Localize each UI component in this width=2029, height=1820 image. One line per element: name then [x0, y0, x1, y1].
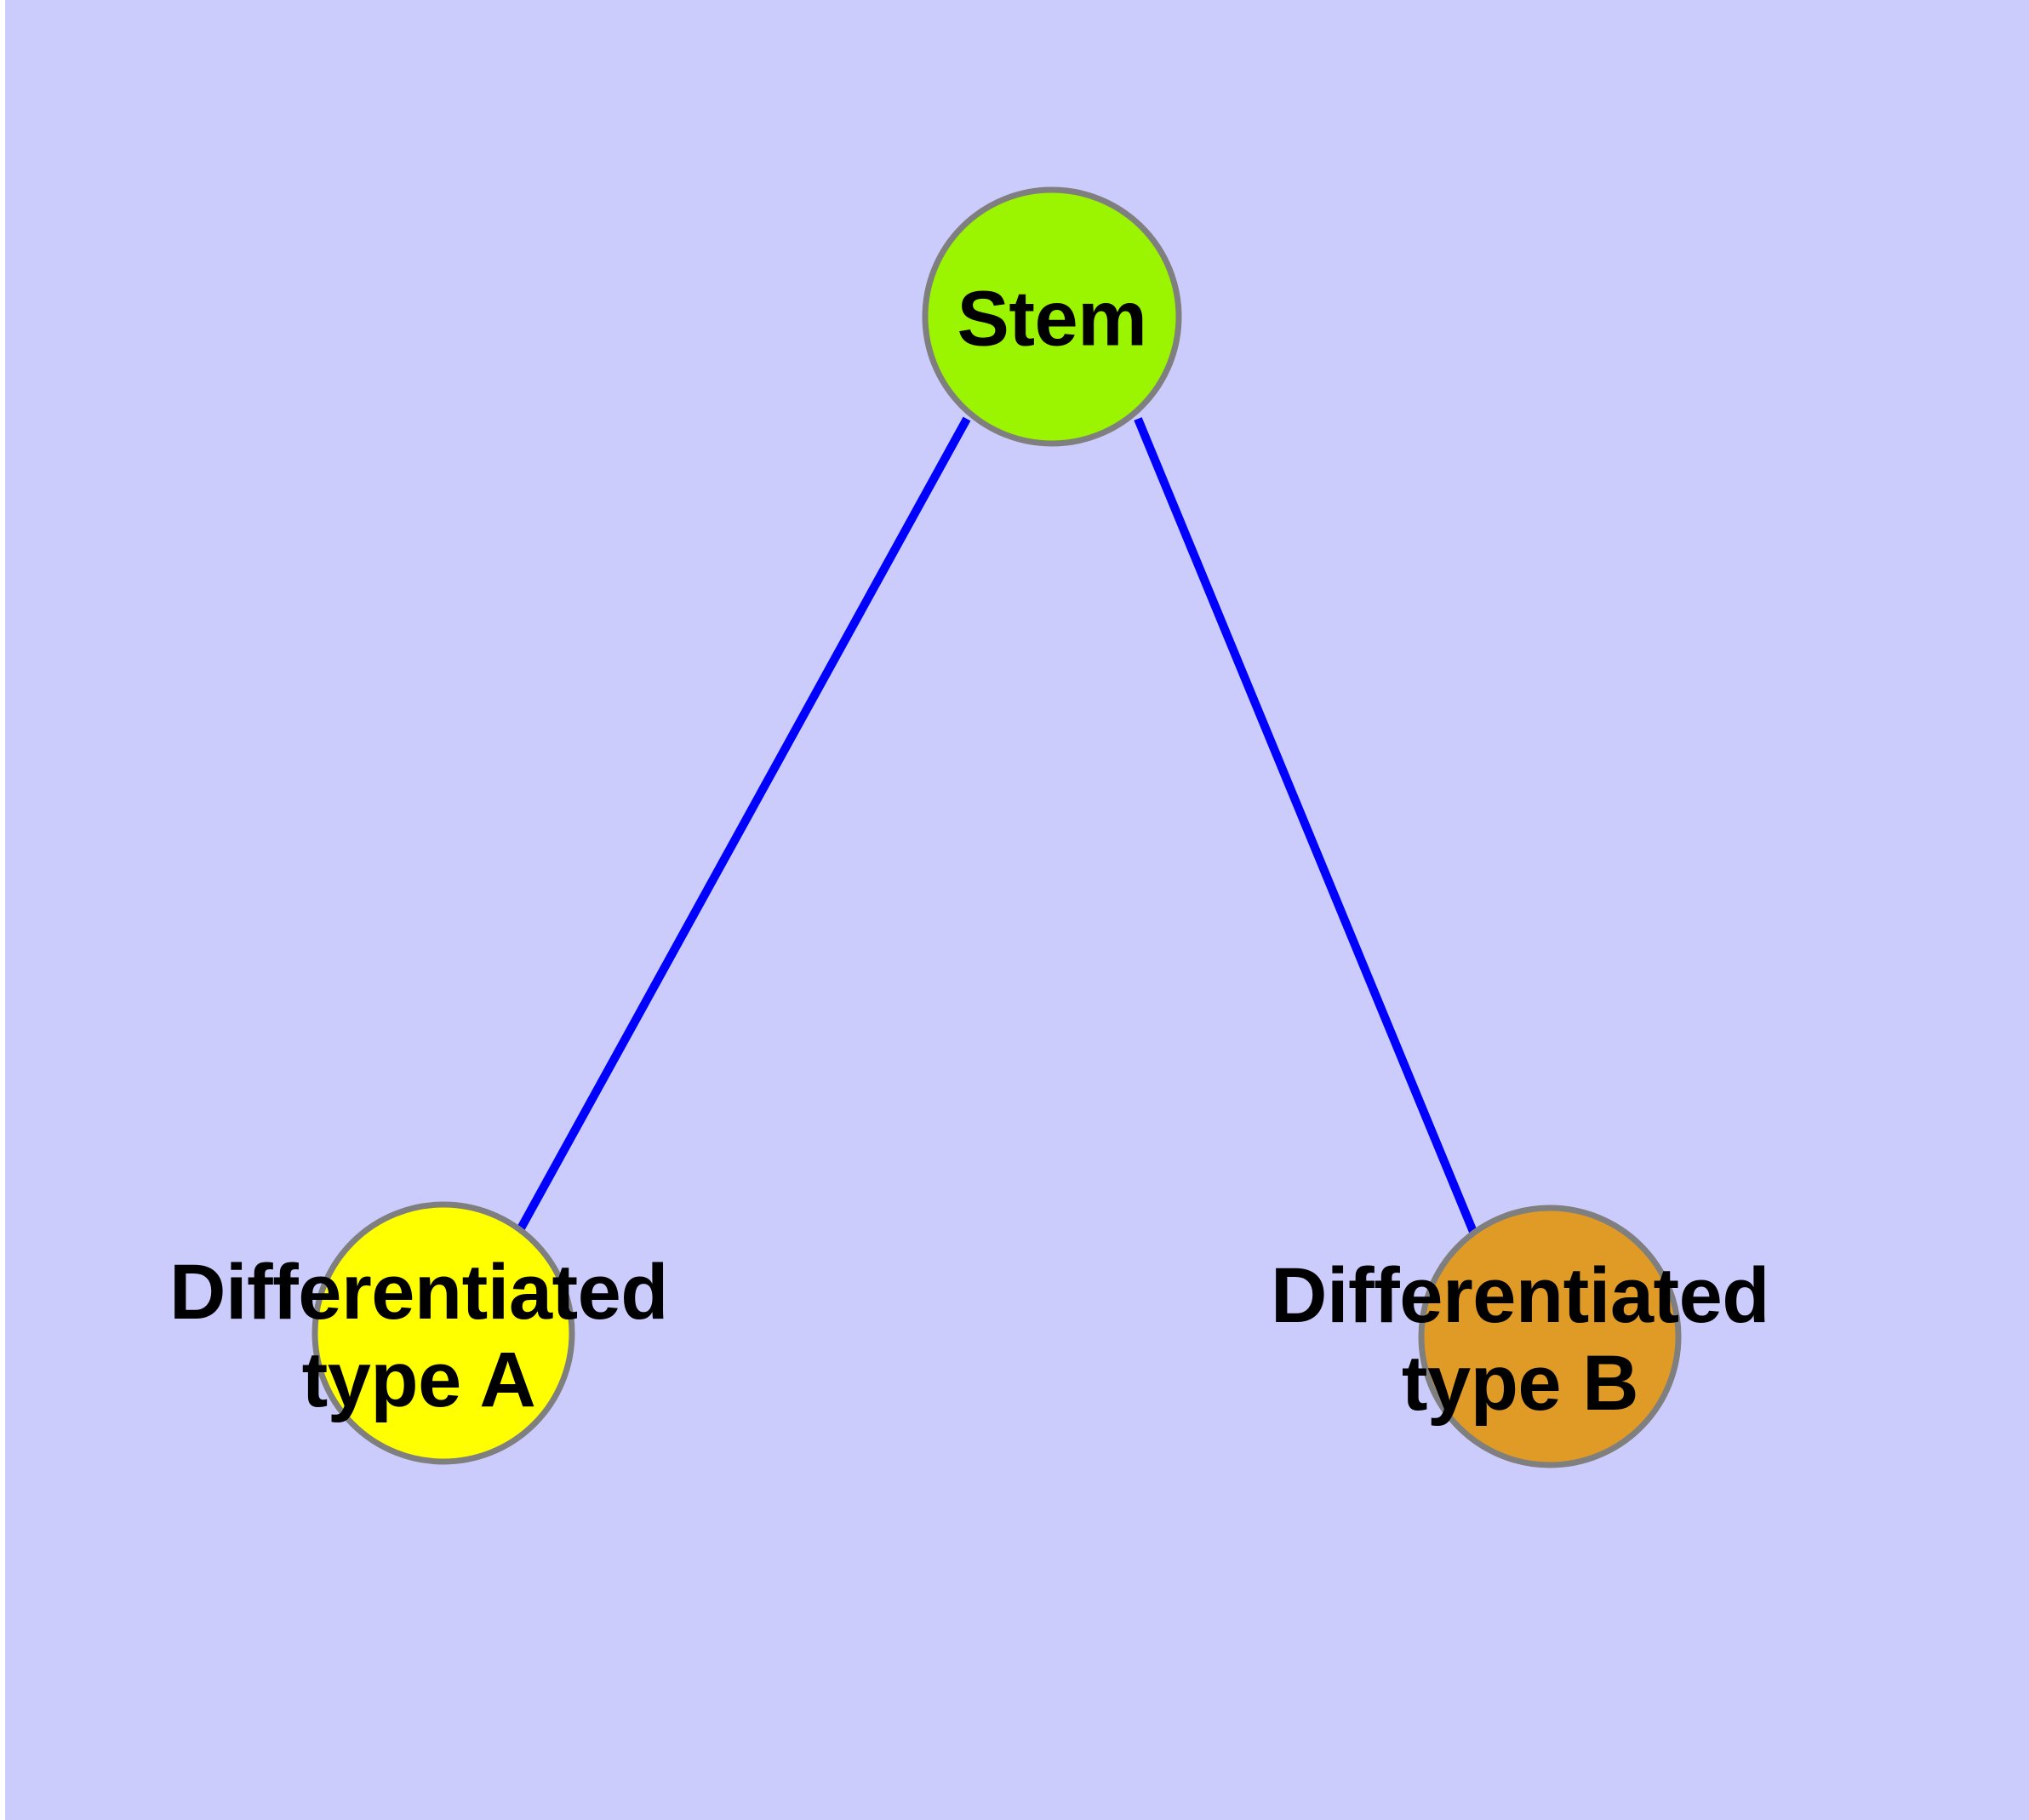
edge-stem-to-diff-a[interactable] [517, 416, 971, 1231]
node-diff-b[interactable] [1418, 1205, 1682, 1468]
edge-stem-to-diff-b[interactable] [1134, 417, 1477, 1233]
node-stem[interactable] [922, 186, 1182, 447]
node-diff-a[interactable] [311, 1201, 575, 1465]
edge-layer [517, 416, 1477, 1233]
node-layer [311, 186, 1682, 1468]
